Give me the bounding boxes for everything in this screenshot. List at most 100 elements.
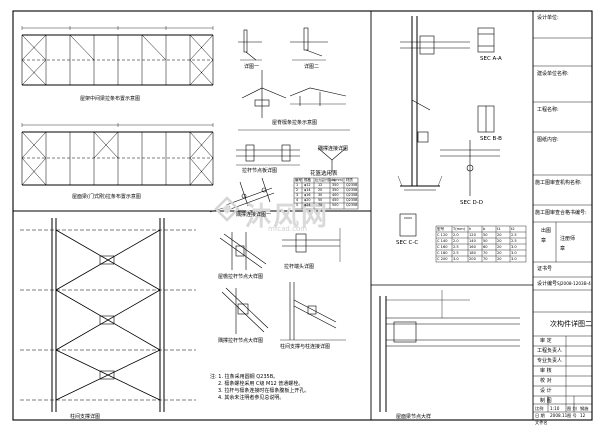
- eave-tie-node-detail: [219, 232, 267, 270]
- roof-truss-elevation-1: [21, 26, 214, 86]
- ridge-detail-title: 屋脊檩条拉条示意图: [272, 120, 318, 126]
- turnbuckle-cell: φ12: [304, 183, 311, 187]
- purlin-table-cell: 3.0: [511, 257, 517, 261]
- purlin-detail-1: [238, 29, 262, 61]
- turnbuckle-cell: 350: [332, 183, 339, 187]
- gusset-title: 拉杆节点板详图: [242, 168, 278, 174]
- ridge-brace-title: 隅撑连接详图: [318, 146, 349, 152]
- turnbuckle-cell: 350: [332, 188, 339, 192]
- design-no-value: SJ2008-1203B-4: [557, 281, 591, 286]
- purlin-table-cell: C 120: [437, 233, 448, 237]
- sign-row-3: 专业负责人: [537, 358, 563, 364]
- stamp-label-1: 出图: [541, 228, 552, 234]
- roof-truss-elevation-2: [21, 123, 214, 186]
- roof-beam-node-detail: [379, 290, 520, 412]
- purlin-table-cell: 50: [483, 233, 488, 237]
- section-d-label: SEC D-D: [460, 200, 484, 206]
- turnbuckle-cell: 12: [318, 183, 323, 187]
- turnbuckle-table: [293, 177, 359, 210]
- scale-value: 1:10: [550, 406, 560, 411]
- purlin-table-cell: 2.5: [453, 245, 459, 249]
- purlin-table-cell: C 160: [437, 245, 448, 249]
- purlin-table-cell: 20: [497, 233, 502, 237]
- note-1: 注: 1. 拉条采用圆钢 Q235B。: [210, 374, 279, 380]
- section-a-a: [477, 27, 495, 53]
- section-d-d: [440, 140, 500, 196]
- turnbuckle-header-2: 规格: [304, 178, 311, 182]
- brace-node-detail: [221, 287, 269, 334]
- project-name-label: 工程名称:: [537, 107, 559, 113]
- column-bracing-elevation: [20, 218, 196, 412]
- turnbuckle-cell: φ20: [304, 198, 311, 202]
- turnbuckle-cell: Q235B: [346, 188, 358, 192]
- purlin-table-cell: 70: [483, 257, 488, 261]
- beam-node-title: 屋面梁节点大样: [396, 414, 432, 420]
- note-4: 4. 其余未注明者参见总说明。: [218, 395, 285, 401]
- purlin-detail-2-title: 详图二: [304, 64, 320, 70]
- purlin-table-cell: 2.5: [511, 239, 517, 243]
- date-value: 2008.11: [550, 413, 568, 418]
- purlin-table-cell: 180: [469, 251, 476, 255]
- approval-org-label: 施工图审查机构名称:: [535, 180, 582, 186]
- purlin-detail-1-title: 详图一: [244, 64, 260, 70]
- purlin-table-cell: 3.0: [511, 245, 517, 249]
- turnbuckle-header-4: L(mm): [332, 178, 344, 182]
- connector-title-4: 柱间支撑与柱连接详图: [280, 344, 331, 350]
- purlin-section-table: [435, 225, 527, 263]
- date-label: 日 期: [535, 413, 545, 418]
- gusset-plate-detail: [236, 144, 347, 172]
- turnbuckle-cell: 500: [332, 203, 339, 207]
- truss-title-2: 屋面梁(门式刚)拉条布置示意图: [72, 194, 141, 200]
- note-3: 3. 拉杆与檩条连接时在檩条腹板上开孔。: [218, 388, 310, 394]
- column-brace-connection-detail: [280, 282, 346, 341]
- turnbuckle-cell: 5: [296, 203, 299, 207]
- turnbuckle-cell: Q235B: [346, 193, 358, 197]
- flange-brace-title: 隅撑连接详图一: [236, 212, 272, 218]
- construction-unit-label: 建设单位名称:: [537, 71, 569, 77]
- purlin-table-header: T(mm): [453, 227, 466, 231]
- approval-cert-label: 施工图审查合格书编号:: [535, 210, 587, 216]
- purlin-table-header: b: [483, 227, 486, 231]
- stamp-label-4: 章: [560, 246, 566, 252]
- sheet-border: [12, 10, 593, 421]
- purlin-table-cell: 20: [497, 257, 502, 261]
- turnbuckle-header-3: 拉力设计值(kN): [315, 178, 337, 182]
- section-b-label: SEC B-B: [480, 136, 502, 142]
- turnbuckle-cell: 30: [318, 193, 323, 197]
- purlin-table-header: 型号: [437, 227, 445, 231]
- purlin-table-cell: 120: [469, 233, 476, 237]
- sheet-type-label: 图 别: [567, 406, 577, 411]
- file-name-label: 文件名: [535, 420, 548, 425]
- section-a-label: SEC A-A: [480, 56, 502, 62]
- column-elevation-detail: [397, 16, 470, 191]
- scale-label: 比例: [535, 406, 544, 411]
- turnbuckle-cell: φ24: [304, 203, 311, 207]
- purlin-table-cell: C 180: [437, 251, 448, 255]
- design-unit-label: 设计单位:: [537, 15, 559, 21]
- purlin-table-cell: 20: [497, 245, 502, 249]
- turnbuckle-cell: Q235B: [346, 198, 358, 202]
- purlin-table-cell: 3.0: [511, 251, 517, 255]
- section-b-b: [477, 105, 495, 133]
- turnbuckle-cell: 400: [332, 193, 339, 197]
- tie-end-detail: [282, 228, 341, 262]
- section-c-label: SEC C-C: [396, 240, 419, 246]
- purlin-table-cell: C 200: [437, 257, 448, 261]
- ridge-purlin-detail: [238, 70, 350, 131]
- turnbuckle-cell: 3: [296, 193, 299, 197]
- turnbuckle-header-1: 编号: [295, 178, 302, 182]
- no-label: 图 号: [567, 413, 577, 418]
- connector-title-2: 拉杆端头详图: [284, 264, 315, 270]
- watermark-logo-icon: [214, 196, 240, 222]
- purlin-detail-2: [290, 27, 328, 61]
- section-c-c: [399, 213, 417, 237]
- purlin-table-cell: 2.0: [453, 233, 459, 237]
- sign-row-1: 审 定: [540, 338, 552, 344]
- turnbuckle-table-title: 花篮选用表: [310, 171, 338, 177]
- purlin-table-cell: 70: [483, 251, 488, 255]
- watermark-text: 沐风网: [245, 202, 330, 232]
- purlin-table-cell: 2.5: [453, 251, 459, 255]
- purlin-table-cell: 2.0: [453, 239, 459, 243]
- drawing-title: 次构件详图二: [550, 320, 592, 328]
- stamp-label-2: 章: [541, 238, 547, 244]
